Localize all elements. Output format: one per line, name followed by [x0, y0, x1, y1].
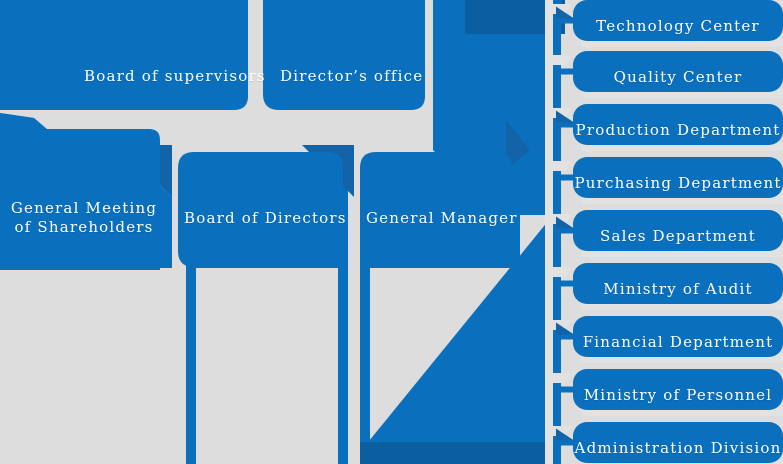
box-ministry-of-personnel [573, 369, 783, 410]
department-connectors [545, 4, 577, 446]
connector-quality-center [555, 68, 577, 75]
governance-node-general-meeting-of-shareholders[interactable] [0, 129, 160, 267]
department-node-sales-department[interactable] [573, 210, 783, 251]
box-financial-department [573, 316, 783, 357]
connector-financial-department [555, 333, 577, 340]
connector-technology-center [555, 17, 577, 24]
department-node-purchasing-department[interactable] [573, 157, 783, 198]
box-general-meeting-of-shareholders [0, 129, 160, 267]
box-administration-division [573, 422, 783, 463]
department-node-technology-center[interactable] [573, 0, 783, 41]
governance-boxes [0, 0, 512, 267]
department-node-ministry-of-personnel[interactable] [573, 369, 783, 410]
box-directors-office [263, 0, 425, 110]
department-node-financial-department[interactable] [573, 316, 783, 357]
department-node-production-department[interactable] [573, 104, 783, 145]
box-board-of-supervisors [0, 0, 248, 110]
department-boxes [573, 0, 783, 464]
department-node-ministry-of-audit[interactable] [573, 263, 783, 304]
box-sales-department [573, 210, 783, 251]
governance-node-general-manager[interactable] [360, 152, 512, 267]
governance-node-directors-office[interactable] [263, 0, 425, 110]
governance-node-board-of-supervisors[interactable] [0, 0, 248, 110]
box-production-department [573, 104, 783, 145]
connector-purchasing-department [555, 174, 577, 181]
box-ministry-of-audit [573, 263, 783, 304]
connector-ministry-of-audit [555, 280, 577, 287]
connector-production-department [555, 121, 577, 128]
department-node-administration-division[interactable] [573, 422, 783, 463]
connector-administration-division [555, 439, 577, 446]
governance-node-board-of-directors[interactable] [178, 152, 343, 267]
connector-ministry-of-personnel [555, 386, 577, 393]
box-technology-center [573, 0, 783, 41]
department-node-quality-center[interactable] [573, 51, 783, 92]
box-board-of-directors [178, 152, 343, 267]
connector-sales-department [555, 227, 577, 234]
box-general-manager [360, 152, 512, 267]
box-quality-center [573, 51, 783, 92]
box-purchasing-department [573, 157, 783, 198]
